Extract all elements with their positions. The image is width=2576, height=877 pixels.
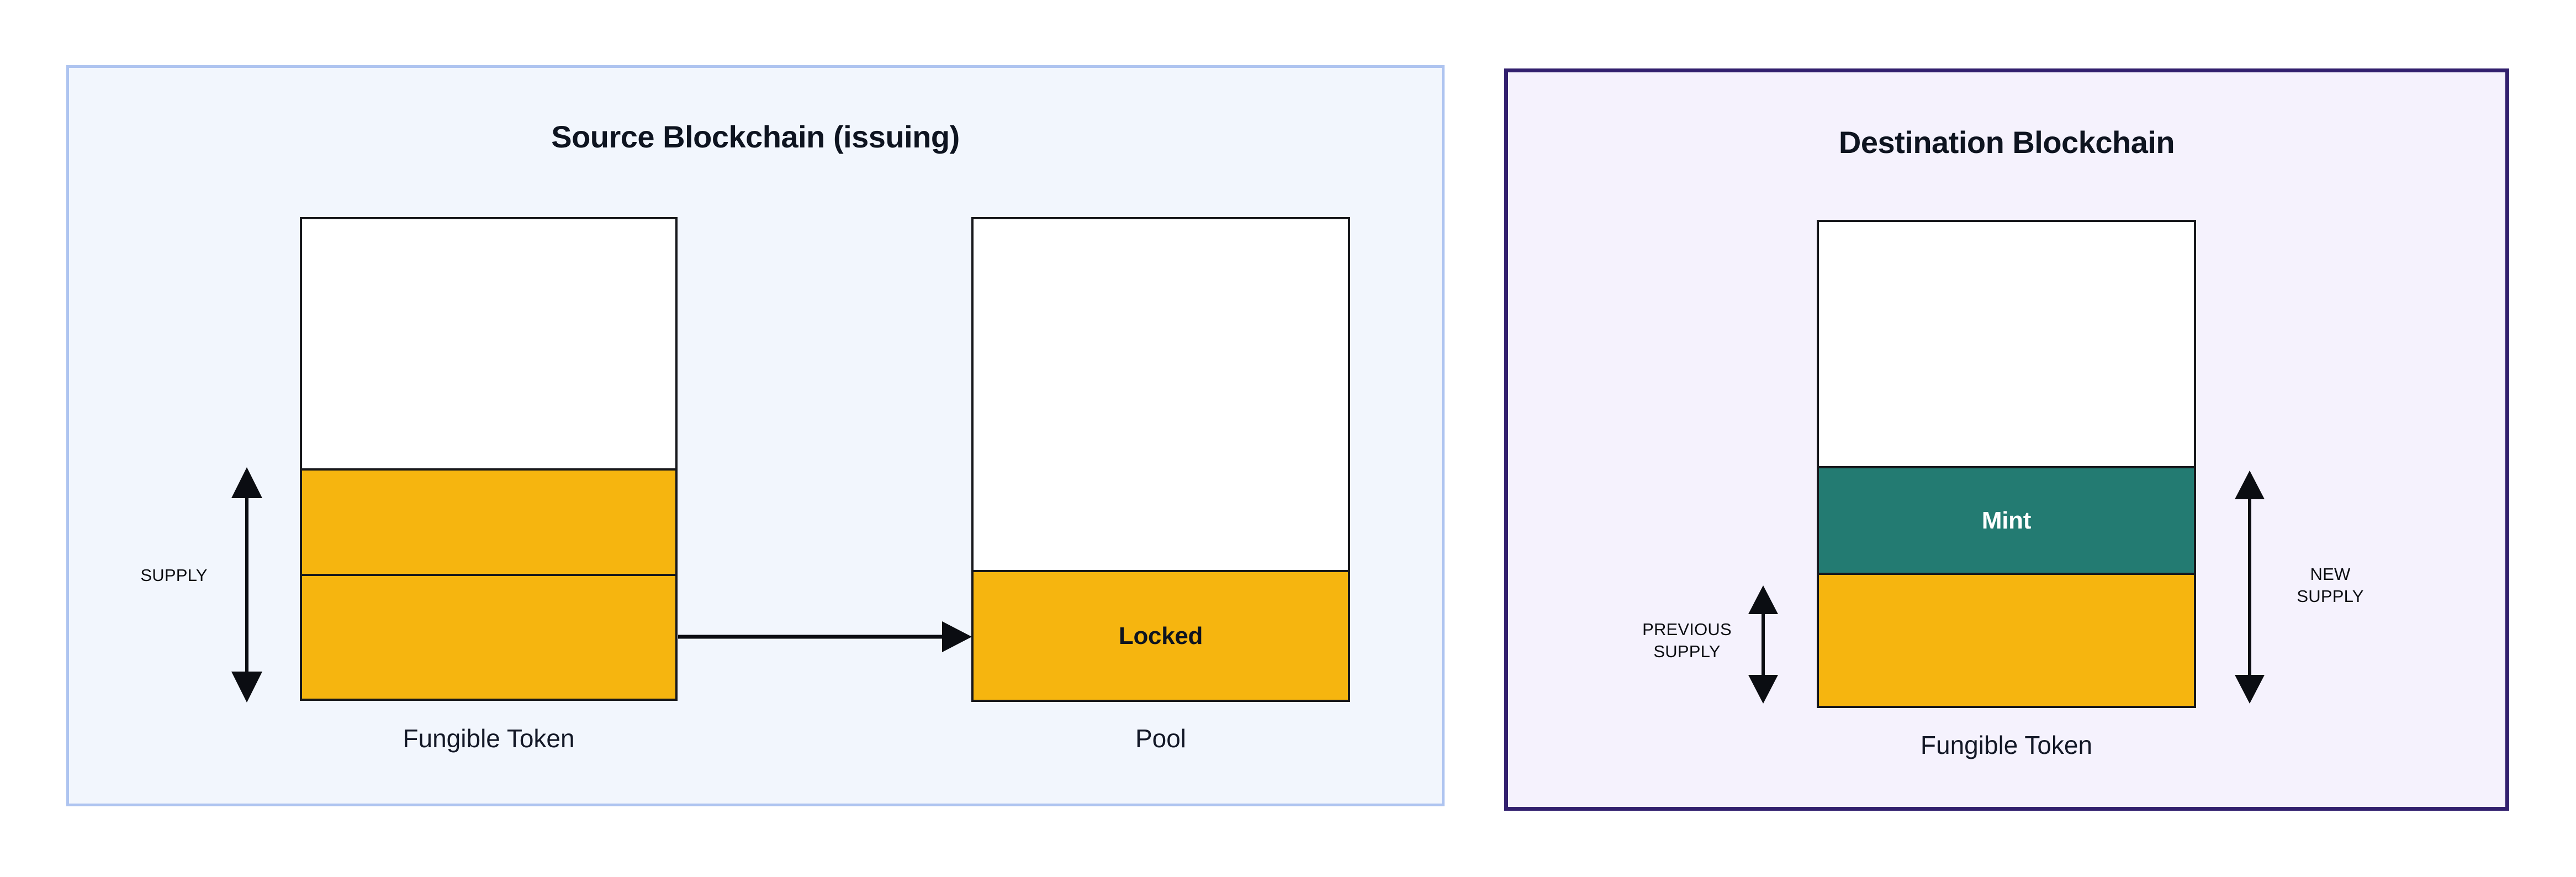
label-supply: SUPPLY [140,566,208,585]
caption-source-fungible-token: Fungible Token [403,724,575,753]
panel-destination-title: Destination Blockchain [1838,125,2175,160]
label-previous-supply: PREVIOUS SUPPLY [1642,620,1732,661]
bar-segment-pool-free [974,219,1348,570]
bar-segment-dest-previous [1819,573,2194,706]
bar-destination-fungible-token: Mint [1817,220,2196,708]
bar-segment-dest-headroom [1819,222,2194,467]
bar-pool: Locked [971,217,1350,702]
bar-segment-unissued [302,219,675,469]
bar-segment-locked: Locked [974,570,1348,700]
bar-segment-circulating [302,468,675,574]
caption-destination-fungible-token: Fungible Token [1920,731,2093,759]
panel-source-title: Source Blockchain (issuing) [551,119,960,154]
label-new-supply: NEW SUPPLY [2297,564,2364,606]
bar-segment-mint: Mint [1819,466,2194,573]
bar-source-fungible-token [300,217,678,701]
bar-segment-transferred [302,574,675,699]
caption-pool: Pool [1135,724,1187,753]
